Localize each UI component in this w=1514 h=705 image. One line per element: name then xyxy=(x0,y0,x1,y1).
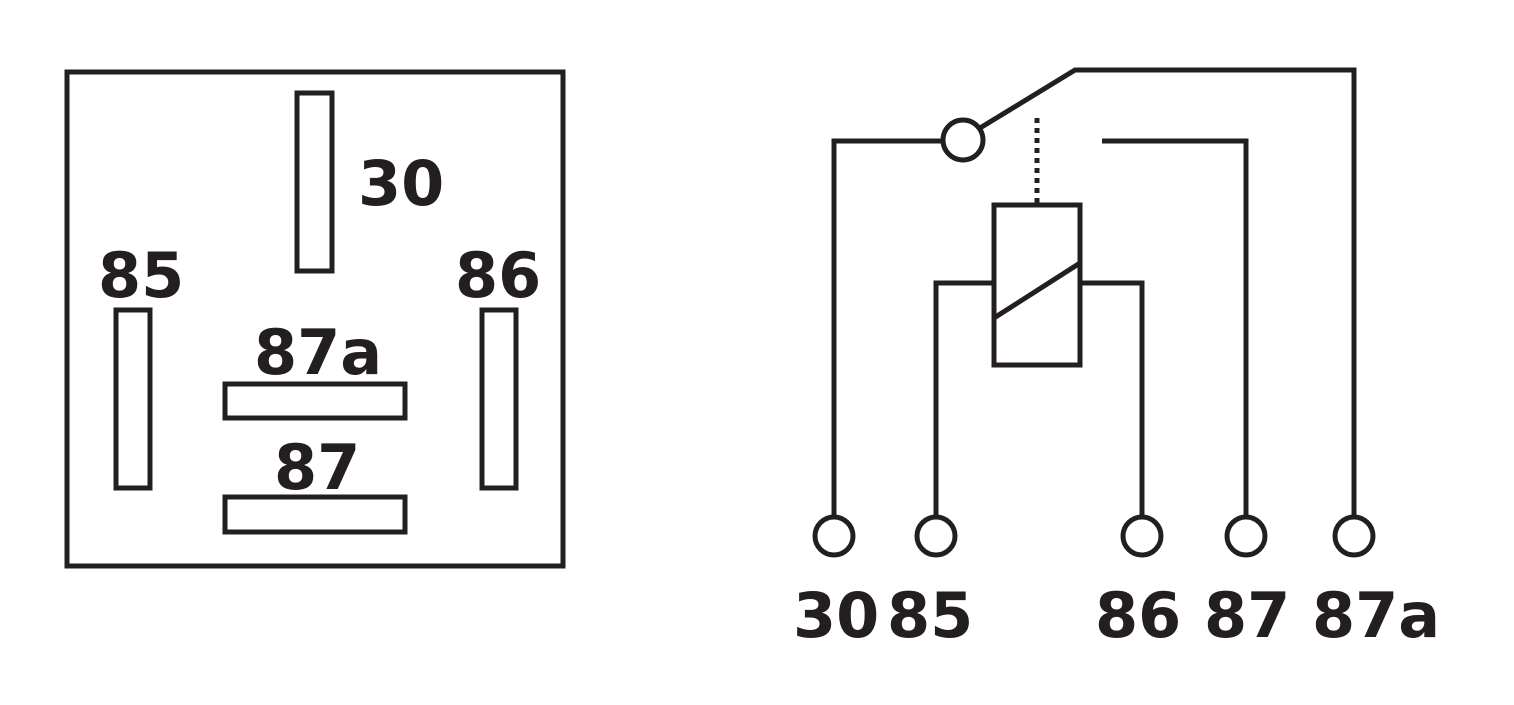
terminal-30-label: 30 xyxy=(793,579,879,652)
wire-87 xyxy=(1102,138,1249,517)
terminal-86-label: 86 xyxy=(1095,579,1181,652)
coil-box xyxy=(991,202,1083,368)
pin-87a-label: 87a xyxy=(254,316,382,389)
pin-86-label: 86 xyxy=(455,239,541,312)
relay-housing-outline xyxy=(64,69,566,569)
pin-30-label: 30 xyxy=(358,147,444,220)
relay-footprint: 30 85 86 87a 87 xyxy=(64,69,566,569)
terminal-86 xyxy=(1120,514,1164,558)
pin-30-blade xyxy=(294,90,335,274)
terminal-85-label: 85 xyxy=(887,579,973,652)
pin-87-label: 87 xyxy=(274,431,360,504)
switch-arm xyxy=(978,67,1357,517)
terminal-87a xyxy=(1332,514,1376,558)
wire-85 xyxy=(933,280,994,517)
coil-winding xyxy=(992,260,1082,321)
pin-86-blade xyxy=(479,307,519,491)
terminal-87a-label: 87a xyxy=(1312,579,1440,652)
wire-86 xyxy=(1080,280,1145,517)
pin-85-blade xyxy=(113,307,153,491)
switch-pivot xyxy=(940,117,986,163)
pin-87a-blade xyxy=(222,381,408,421)
wire-30 xyxy=(831,138,943,517)
terminal-87 xyxy=(1224,514,1268,558)
terminal-30 xyxy=(812,514,856,558)
relay-schematic: 30 85 86 87 87a xyxy=(793,67,1440,652)
terminal-85 xyxy=(914,514,958,558)
pin-87-blade xyxy=(222,494,408,535)
pin-85-label: 85 xyxy=(98,239,184,312)
terminal-87-label: 87 xyxy=(1204,579,1290,652)
